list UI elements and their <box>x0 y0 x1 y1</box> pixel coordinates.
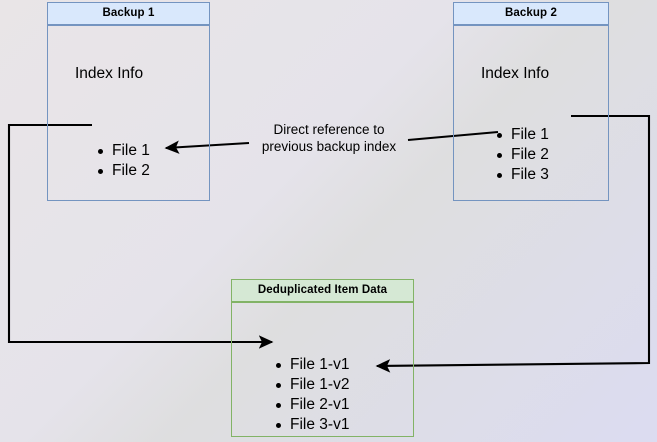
list-item: File 2 <box>96 161 150 181</box>
list-item: File 2-v1 <box>274 395 349 415</box>
list-item: File 3 <box>495 165 549 185</box>
edge-label-line-2: previous backup index <box>261 139 397 154</box>
node-dedup-title: Deduplicated Item Data <box>231 279 414 302</box>
backup1-file-list: File 1 File 2 <box>96 141 150 181</box>
node-backup2-title: Backup 2 <box>453 2 609 25</box>
list-item: File 3-v1 <box>274 415 349 435</box>
list-item: File 1-v1 <box>274 355 349 375</box>
list-item: File 1-v2 <box>274 375 349 395</box>
list-item: File 1 <box>96 141 150 161</box>
dedup-file-list: File 1-v1 File 1-v2 File 2-v1 File 3-v1 <box>274 355 349 435</box>
backup2-index-info-label: Index Info <box>481 65 550 82</box>
list-item: File 1 <box>495 125 549 145</box>
backup2-file-list: File 1 File 2 File 3 <box>495 125 549 185</box>
list-item: File 2 <box>495 145 549 165</box>
node-backup1[interactable]: Backup 1 Index Info File 1 File 2 <box>47 2 210 201</box>
node-dedup-body: File 1-v1 File 1-v2 File 2-v1 File 3-v1 <box>231 302 414 437</box>
node-backup1-body: Index Info File 1 File 2 <box>47 25 210 201</box>
node-backup2[interactable]: Backup 2 Index Info File 1 File 2 File 3 <box>453 2 609 201</box>
edge-label-direct-reference: Direct reference to previous backup inde… <box>249 121 409 155</box>
edge-label-line-1: Direct reference to <box>273 122 385 137</box>
node-backup2-body: Index Info File 1 File 2 File 3 <box>453 25 609 201</box>
backup1-index-info-label: Index Info <box>75 65 144 82</box>
node-deduplicated-item-data[interactable]: Deduplicated Item Data File 1-v1 File 1-… <box>231 279 414 437</box>
node-backup1-title: Backup 1 <box>47 2 210 25</box>
